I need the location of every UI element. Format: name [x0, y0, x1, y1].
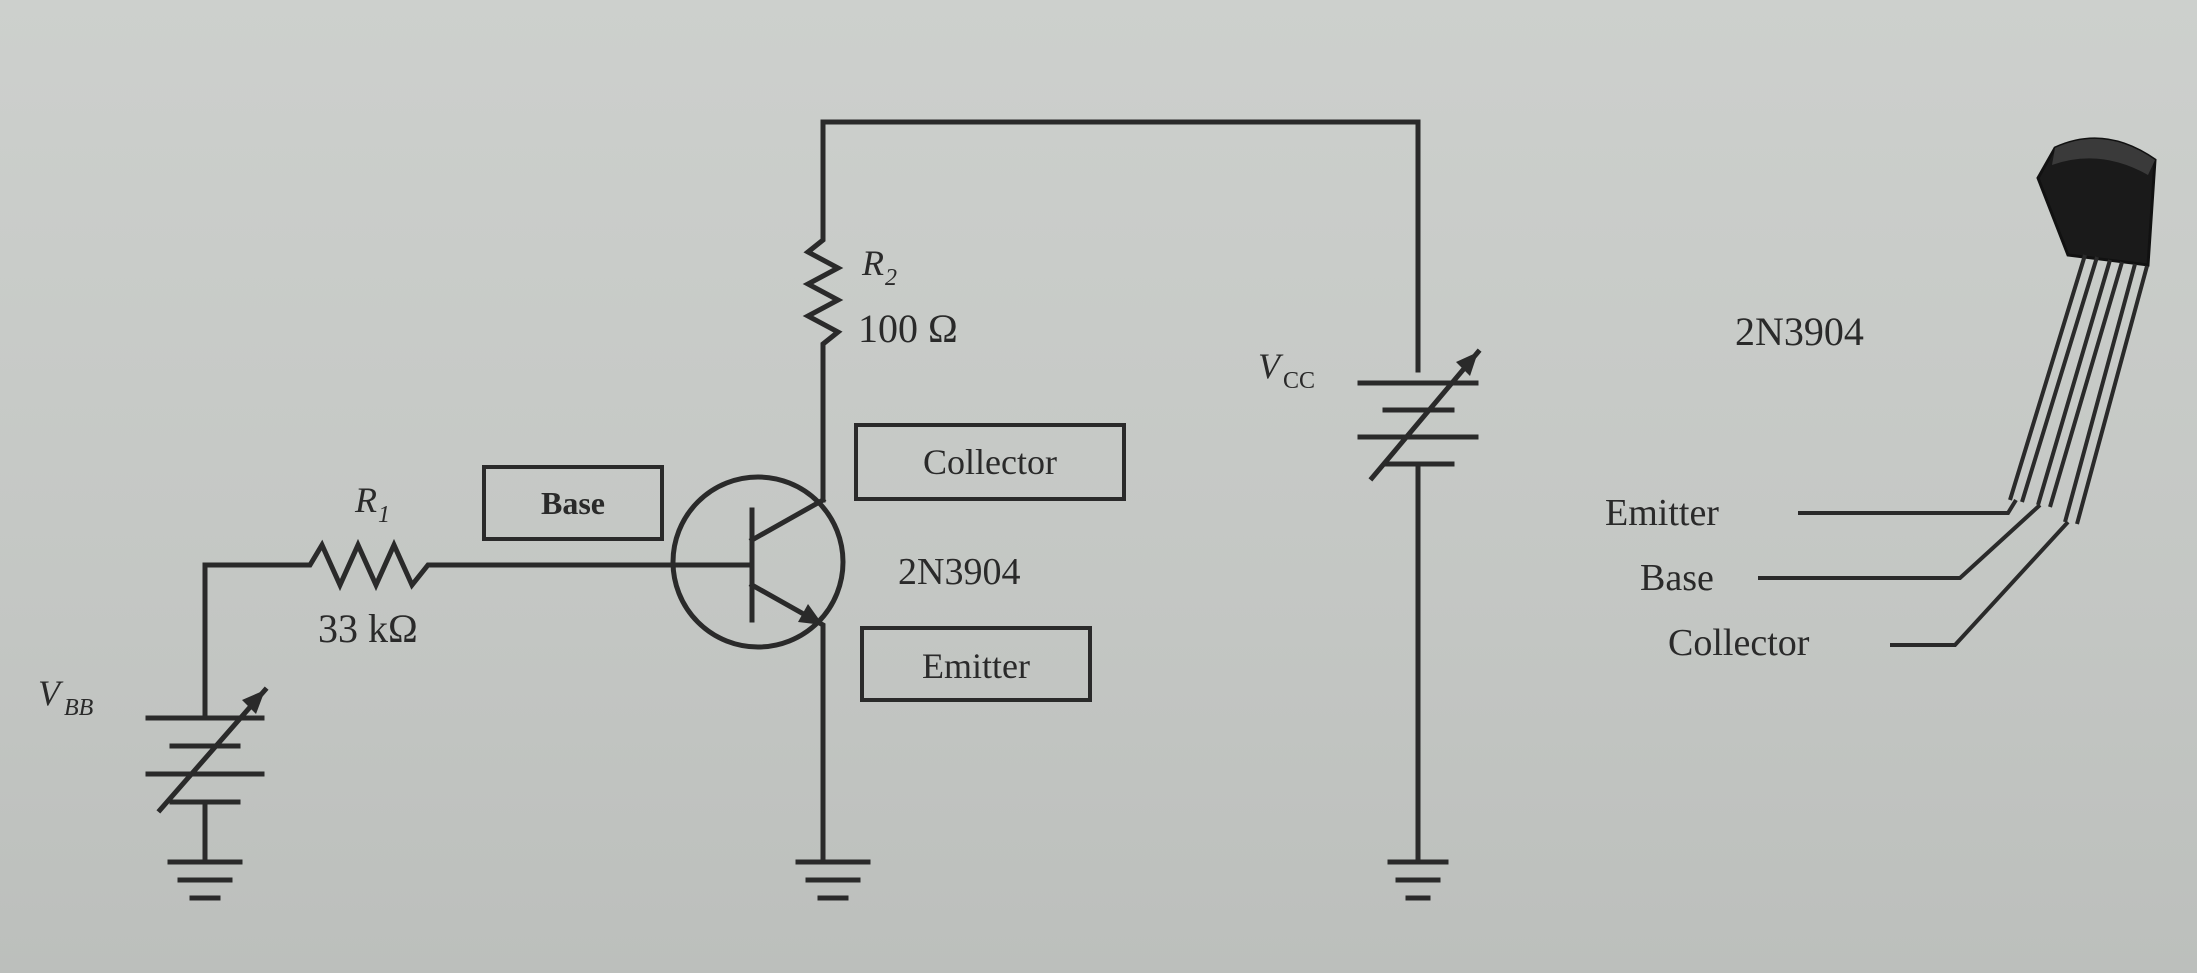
resistor-r2	[802, 227, 844, 503]
transistor-collector-lead	[748, 496, 827, 544]
ground-symbol-vbb	[167, 859, 243, 901]
emitter-arrow	[798, 604, 823, 625]
r1-subscript: 1	[378, 502, 390, 528]
r2-symbol: R	[861, 243, 884, 283]
lead-collector	[2063, 263, 2149, 525]
vbb-subscript: BB	[64, 695, 94, 721]
r1-symbol: R	[354, 480, 377, 520]
leader-emitter	[1798, 498, 2018, 515]
vbb-variable-arrow	[156, 686, 269, 814]
vbb-arrow-head	[242, 690, 265, 714]
transistor-model-label: 2N3904	[898, 551, 1020, 593]
base-label: Base	[541, 485, 605, 521]
ground-symbol-vcc	[1387, 859, 1449, 901]
pin-label-base: Base	[1640, 557, 1714, 599]
to92-package	[2008, 137, 2157, 525]
r2-value: 100 Ω	[858, 306, 958, 351]
vcc-subscript: CC	[1283, 368, 1315, 394]
ground-symbol-emitter	[795, 859, 871, 901]
pin-label-collector: Collector	[1668, 622, 1810, 664]
leader-collector	[1890, 520, 2070, 647]
r1-value: 33 kΩ	[318, 606, 418, 651]
vbb-symbol: V	[38, 673, 64, 713]
leader-base	[1758, 503, 2042, 580]
emitter-label-box	[860, 626, 1092, 702]
top-wire	[820, 119, 1421, 373]
vcc-arrow-head	[1456, 352, 1478, 376]
resistor-r1	[202, 538, 443, 592]
transistor-body	[670, 474, 846, 650]
pin-label-emitter: Emitter	[1605, 492, 1719, 534]
collector-label-box	[854, 423, 1126, 501]
vcc-variable-arrow	[1368, 348, 1482, 482]
base-label-box	[482, 465, 664, 541]
lead-base	[2036, 259, 2124, 508]
lead-emitter	[2008, 254, 2099, 503]
package-model-label: 2N3904	[1735, 309, 1864, 354]
collector-label: Collector	[923, 442, 1057, 482]
package-top	[2052, 138, 2155, 175]
r2-subscript: 2	[885, 265, 897, 291]
vcc-symbol: V	[1258, 346, 1284, 386]
emitter-label: Emitter	[922, 646, 1030, 686]
